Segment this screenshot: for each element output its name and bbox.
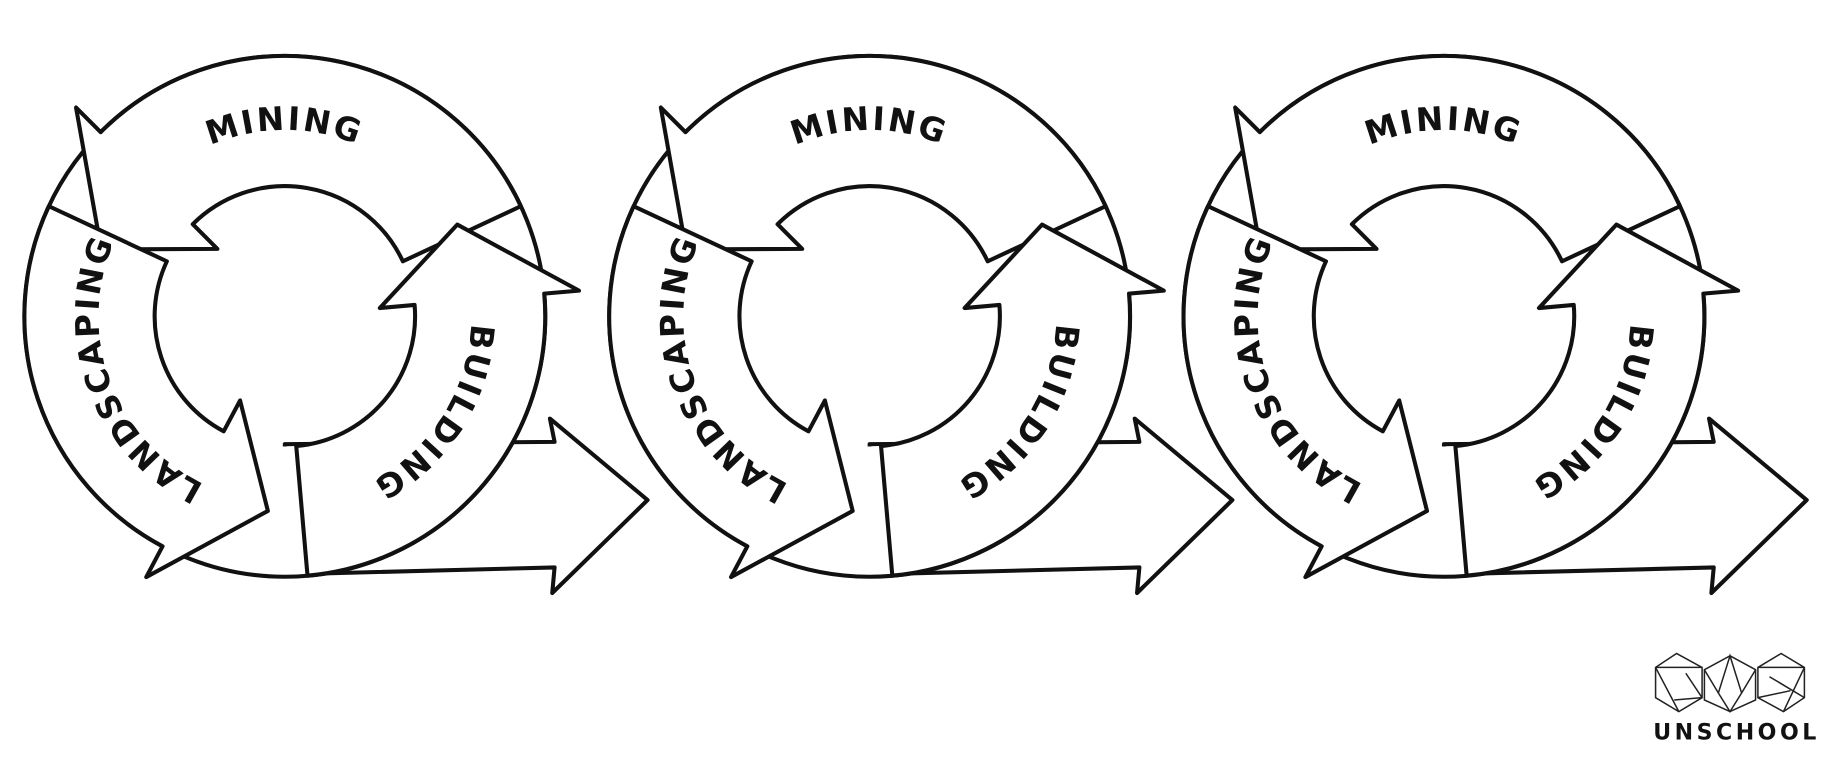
landscaping-arrow [22, 204, 270, 580]
logo-text: UNSCHOOL [1653, 721, 1820, 746]
building-arrow [294, 222, 582, 578]
landscaping-arrow [1181, 204, 1430, 580]
landscaping-arrow [607, 204, 855, 580]
mining-arrow [658, 53, 1108, 264]
building-arrow [1453, 222, 1741, 578]
cycles-group: MININGBUILDINGLANDSCAPINGMININGBUILDINGL… [22, 53, 1809, 596]
building-arrow [879, 222, 1166, 578]
mining-arrow [74, 53, 523, 264]
unschool-logo: UNSCHOOL [1653, 652, 1820, 746]
mining-arrow [1233, 53, 1683, 264]
